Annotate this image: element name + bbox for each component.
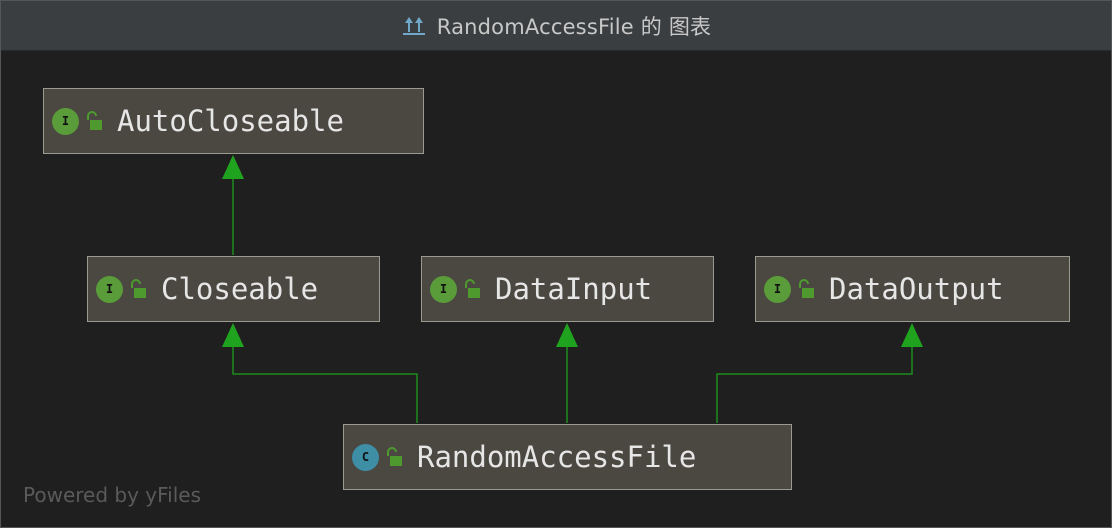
interface-badge: I	[430, 275, 457, 303]
interface-badge: I	[52, 107, 79, 135]
window-title: RandomAccessFile 的 图表	[436, 14, 712, 39]
unlocked-padlock-icon	[87, 111, 102, 130]
class-badge: C	[352, 443, 379, 471]
edge-layer	[222, 155, 923, 423]
node-label: AutoCloseable	[117, 104, 344, 138]
node-autocloseable[interactable]: I AutoCloseable	[43, 88, 424, 154]
unlocked-padlock-icon	[465, 279, 480, 298]
yfiles-watermark: Powered by yFiles	[23, 483, 201, 507]
node-label: DataOutput	[829, 272, 1004, 306]
unlocked-padlock-icon	[387, 447, 402, 466]
edge-randomaccessfile-closeable	[222, 323, 418, 423]
unlocked-padlock-icon	[799, 279, 814, 298]
unlocked-padlock-icon	[131, 279, 146, 298]
node-datainput[interactable]: I DataInput	[421, 256, 714, 322]
node-randomaccessfile[interactable]: C RandomAccessFile	[343, 424, 792, 490]
title-bar: RandomAccessFile 的 图表	[1, 1, 1111, 51]
node-label: RandomAccessFile	[417, 440, 697, 474]
node-closeable[interactable]: I Closeable	[87, 256, 380, 322]
edge-randomaccessfile-dataoutput	[716, 323, 923, 423]
edge-closeable-autocloseable	[222, 155, 244, 255]
node-label: DataInput	[495, 272, 653, 306]
interface-badge: I	[764, 275, 791, 303]
node-label: Closeable	[161, 272, 319, 306]
class-hierarchy-icon	[401, 15, 426, 36]
diagram-canvas[interactable]: I AutoCloseable I Closeable I DataInput	[1, 51, 1111, 527]
node-dataoutput[interactable]: I DataOutput	[755, 256, 1070, 322]
edge-randomaccessfile-datainput	[556, 323, 578, 423]
interface-badge: I	[96, 275, 123, 303]
